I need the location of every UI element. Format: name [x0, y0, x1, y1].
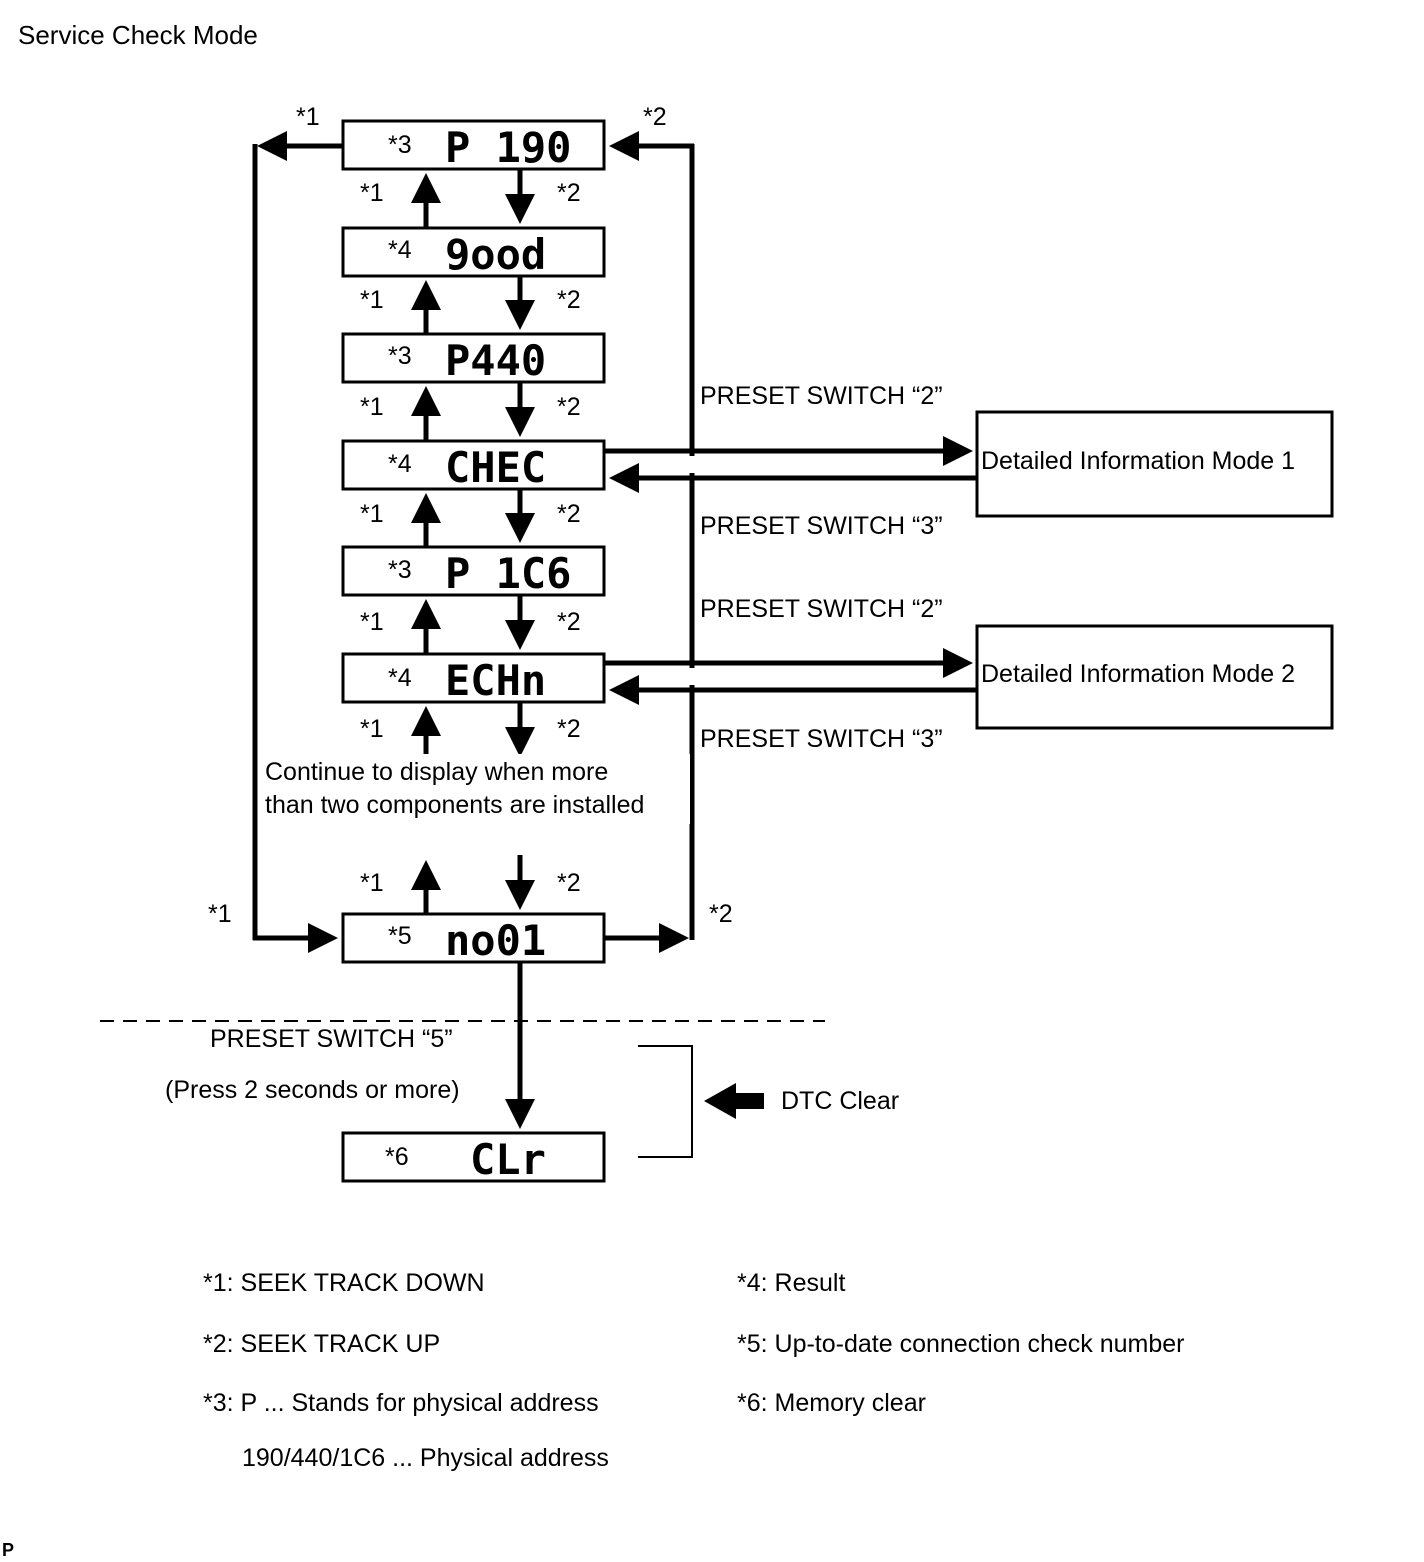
display-note: *4 [388, 450, 412, 478]
svg-text:*1: *1 [360, 286, 384, 314]
display-value: CLr [470, 1135, 546, 1184]
page-title: Service Check Mode [18, 20, 258, 50]
detailed-mode-2-group: Detailed Information Mode 2 PRESET SWITC… [604, 595, 1334, 753]
detailed-mode-1-group: Detailed Information Mode 1 PRESET SWITC… [604, 382, 1334, 540]
legend-item: *5: Up-to-date connection check number [737, 1330, 1184, 1358]
legend-item: *6: Memory clear [737, 1389, 926, 1417]
loop-right-path [604, 131, 695, 953]
svg-text:*1: *1 [360, 608, 384, 636]
display-note: *4 [388, 236, 412, 264]
display-note: *3 [388, 556, 412, 584]
svg-text:*2: *2 [557, 179, 581, 207]
display-value: ECHn [445, 656, 546, 705]
display-note: *4 [388, 664, 412, 692]
clear-switch-label: PRESET SWITCH “5” [210, 1025, 453, 1053]
svg-text:*2: *2 [643, 103, 667, 131]
switch-to-mode-2: PRESET SWITCH “2” [700, 595, 943, 623]
svg-text:*2: *2 [557, 286, 581, 314]
display-box-p1c6: *3 P 1C6 [341, 545, 606, 598]
detailed-mode-1-label: Detailed Information Mode 1 [981, 447, 1295, 475]
svg-text:*1: *1 [208, 900, 232, 928]
display-value: P 190 [445, 123, 571, 172]
step-arrows [411, 169, 535, 1129]
display-note: *3 [388, 131, 412, 159]
display-box-p190: *3 P 190 [341, 119, 606, 172]
svg-text:*1: *1 [360, 393, 384, 421]
display-value: no01 [445, 916, 546, 965]
step-markers: *1 *2 *1 *2 *1 *2 *1 *2 *1 *2 *1 *2 *1 *… [208, 103, 733, 928]
display-note: *3 [388, 342, 412, 370]
clear-section: PRESET SWITCH “5” (Press 2 seconds or mo… [165, 1025, 899, 1158]
svg-text:*1: *1 [360, 179, 384, 207]
legend-item: *4: Result [737, 1269, 845, 1297]
display-box-chec: *4 CHEC [341, 439, 606, 492]
display-value: 9ood [445, 230, 546, 279]
loop-left-path [252, 131, 343, 953]
switch-back-mode-1: PRESET SWITCH “3” [700, 512, 943, 540]
legend-item: *2: SEEK TRACK UP [203, 1330, 440, 1358]
svg-text:*1: *1 [360, 715, 384, 743]
dtc-clear-label: DTC Clear [781, 1087, 899, 1115]
detailed-mode-2-label: Detailed Information Mode 2 [981, 660, 1295, 688]
clear-hold-label: (Press 2 seconds or more) [165, 1076, 460, 1104]
svg-text:*2: *2 [557, 715, 581, 743]
display-box-p440: *3 P440 [341, 332, 606, 385]
display-note: *6 [385, 1143, 409, 1171]
display-box-no01: *5 no01 [341, 912, 606, 965]
svg-text:*1: *1 [360, 869, 384, 897]
legend-item: *1: SEEK TRACK DOWN [203, 1269, 485, 1297]
svg-text:*1: *1 [360, 500, 384, 528]
dtc-clear-arrow-icon [704, 1083, 764, 1119]
svg-text:*2: *2 [557, 869, 581, 897]
svg-text:*2: *2 [557, 500, 581, 528]
svg-text:*2: *2 [557, 608, 581, 636]
display-box-clr: *6 CLr [341, 1131, 606, 1184]
legend-item: *3: P ... Stands for physical address [203, 1389, 599, 1417]
switch-back-mode-2: PRESET SWITCH “3” [700, 725, 943, 753]
display-value: P440 [445, 336, 546, 385]
svg-text:*2: *2 [557, 393, 581, 421]
svg-text:*1: *1 [296, 103, 320, 131]
display-note: *5 [388, 922, 412, 950]
svg-text:*2: *2 [709, 900, 733, 928]
switch-to-mode-1: PRESET SWITCH “2” [700, 382, 943, 410]
legend-item: 190/440/1C6 ... Physical address [242, 1444, 609, 1472]
display-box-echn: *4 ECHn [341, 652, 606, 705]
legend: *1: SEEK TRACK DOWN *2: SEEK TRACK UP *3… [203, 1269, 1184, 1472]
footer-mark: P [2, 1540, 14, 1560]
continue-note-line2: than two components are installed [265, 791, 644, 819]
display-value: P 1C6 [445, 549, 571, 598]
display-value: CHEC [445, 443, 546, 492]
continue-note-line1: Continue to display when more [265, 758, 608, 786]
display-box-good: *4 9ood [341, 226, 606, 279]
